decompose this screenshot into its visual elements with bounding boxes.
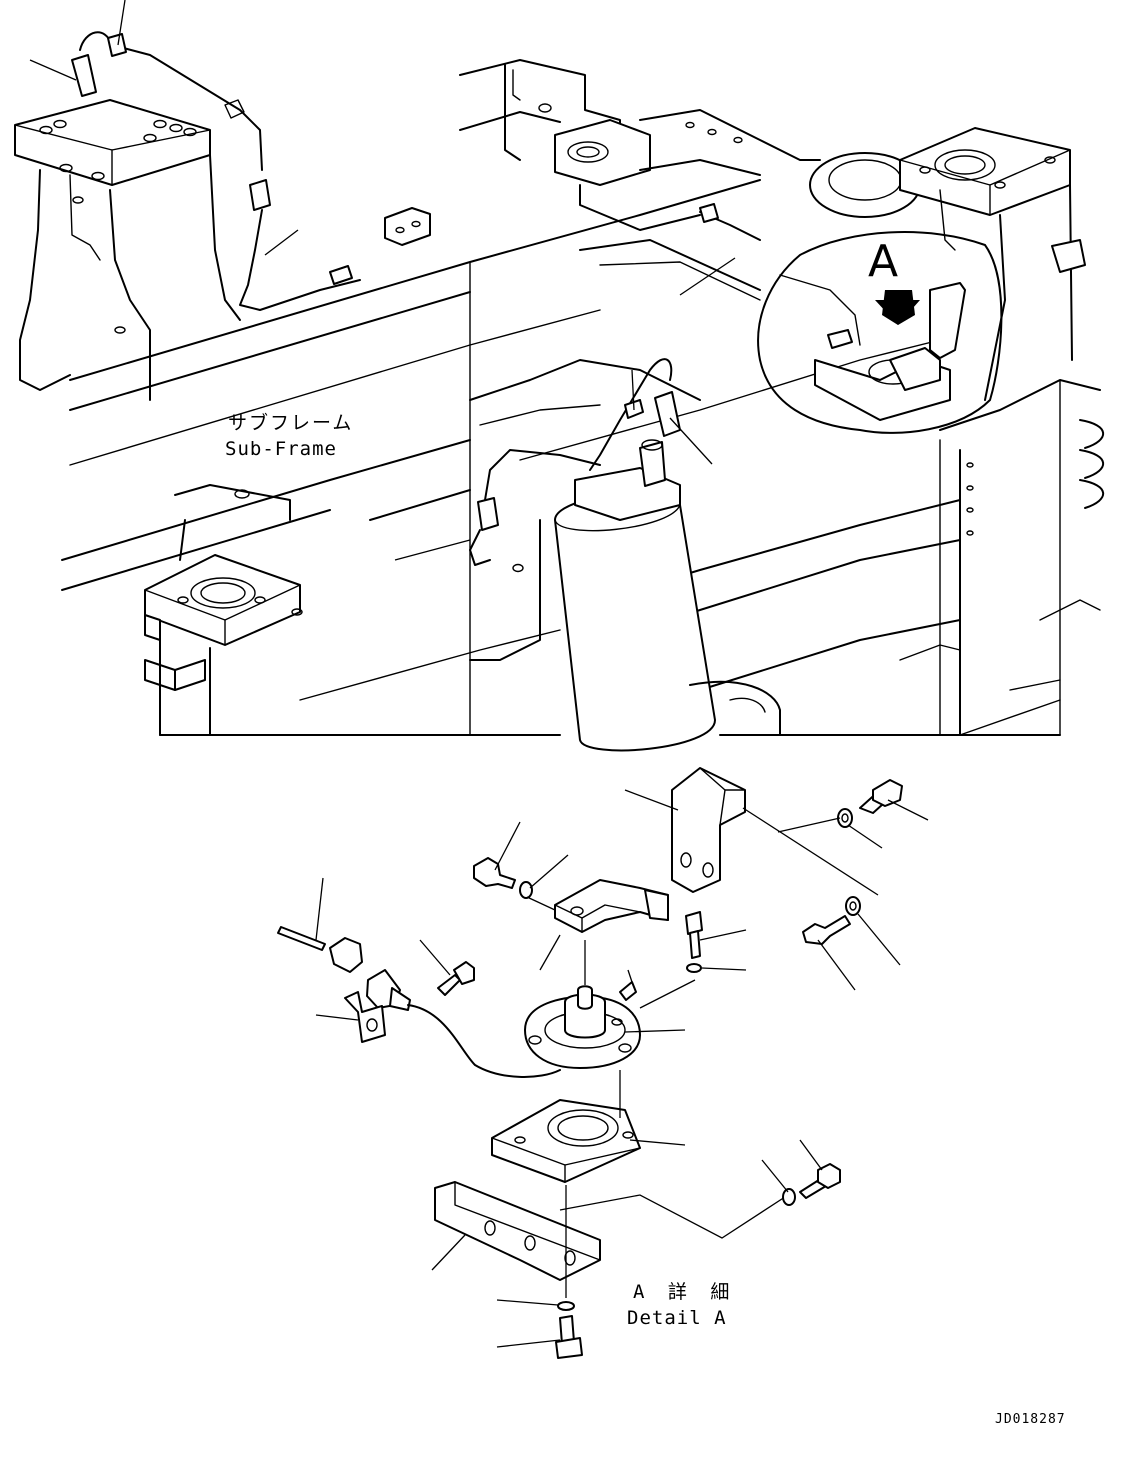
detail-label-jp: A 詳 細 <box>633 1281 736 1303</box>
right-column <box>899 379 1105 736</box>
view-marker-label: A <box>868 236 899 287</box>
left-column <box>14 99 241 401</box>
bolt-mid-right <box>802 915 851 945</box>
bolt-connector <box>437 961 475 996</box>
detail-label-en: Detail A <box>627 1307 727 1329</box>
washer-bottom-right <box>782 1188 796 1206</box>
frame-overview <box>14 0 1105 752</box>
washer-top-right <box>837 808 853 828</box>
sensor-harness-center <box>469 203 761 566</box>
center-pivot <box>459 59 821 301</box>
mount-block <box>554 879 669 933</box>
bottom-bracket <box>434 1181 601 1281</box>
detail-a-callout <box>757 231 1003 434</box>
drawing-code: JD018287 <box>995 1412 1066 1427</box>
sensor-harness-left <box>71 31 361 311</box>
bolt-upper-left <box>473 857 516 889</box>
washer-upper-left <box>519 881 533 899</box>
washer-mid-right <box>845 896 861 916</box>
upper-l-bracket <box>671 767 746 893</box>
clip-bracket <box>344 991 386 1043</box>
mounting-plate <box>491 1099 641 1183</box>
subframe-label-en: Sub-Frame <box>225 438 337 460</box>
frame-rails <box>61 179 1061 736</box>
rail-block <box>384 207 431 246</box>
bolt-bottom <box>555 1315 583 1359</box>
right-boss <box>809 127 1086 401</box>
detail-a-exploded <box>277 767 929 1359</box>
bolt-top-right <box>859 779 903 814</box>
leader-lines-upper <box>29 0 736 561</box>
rod-cap-connector <box>277 926 411 1011</box>
washer-bottom <box>557 1301 575 1311</box>
bolt-bottom-right <box>799 1163 841 1199</box>
small-pin <box>619 981 637 1001</box>
washer-center <box>686 963 702 973</box>
subframe-label-jp: サブフレーム <box>228 412 354 434</box>
bolt-center <box>685 911 703 959</box>
angle-sensor <box>524 985 641 1069</box>
lower-left-block <box>144 484 303 736</box>
central-cylinder <box>369 359 781 752</box>
